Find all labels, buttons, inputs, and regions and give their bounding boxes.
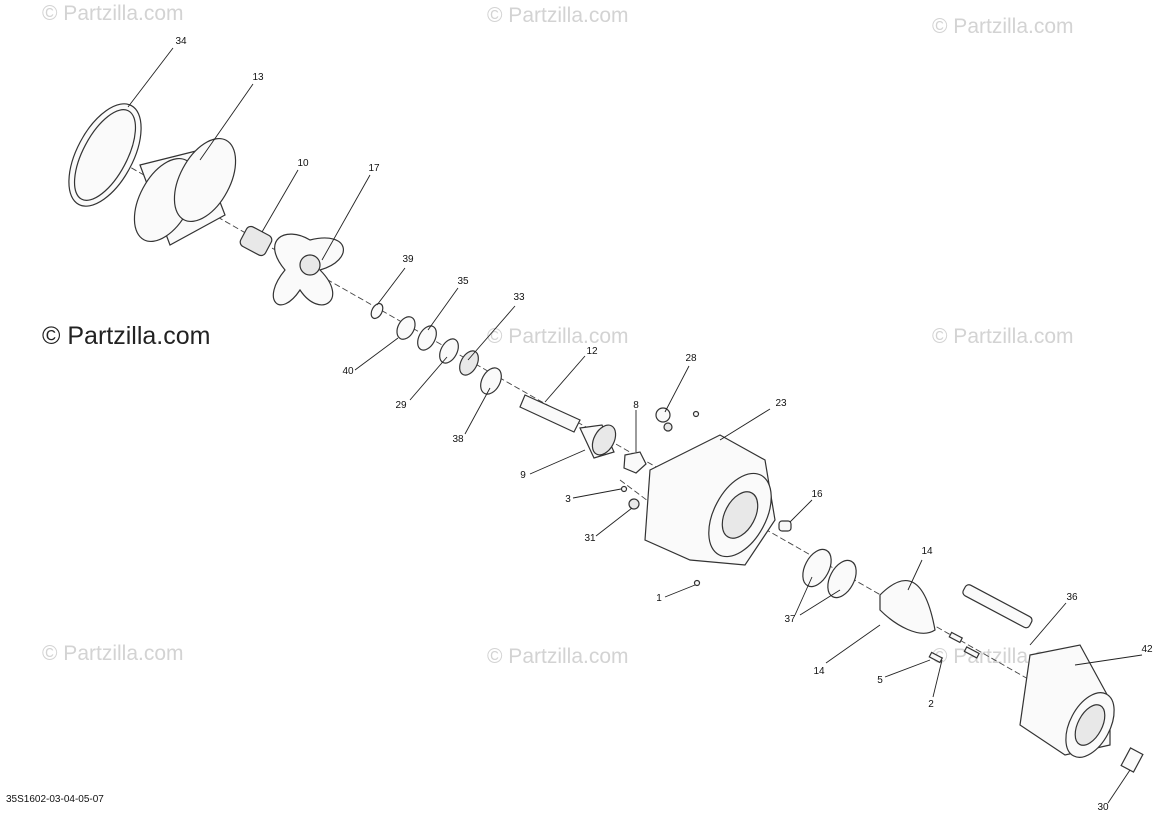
screw-2-part[interactable] [963,646,980,659]
pin-30-part[interactable] [1120,747,1144,773]
bearing-part[interactable] [579,421,620,459]
watermark: © Partzilla.com [42,2,184,25]
watermark: © Partzilla.com [42,642,184,665]
watermark: © Partzilla.com [932,15,1074,38]
oring-37a-part[interactable] [797,545,837,592]
ring-39-part[interactable] [369,302,385,321]
circlip-40-part[interactable] [393,314,418,343]
watermark: © Partzilla.com [487,4,629,27]
watermark: © Partzilla.com [487,645,629,668]
drawing-id: 35S1602-03-04-05-07 [6,794,104,805]
housing-sleeve-part[interactable] [122,129,248,252]
plug-16-part[interactable] [778,520,792,532]
oring-37b-part[interactable] [822,556,862,603]
callout-42: 42 [1141,644,1153,655]
cone-part[interactable] [879,579,936,634]
callout-30: 30 [1097,802,1109,813]
nut-part[interactable] [623,451,647,474]
watermark: © Partzilla.com [932,325,1074,348]
watermark: © Partzilla.com [487,325,629,348]
callout-14-bottom: 14 [813,666,825,677]
callout-14-top: 14 [921,546,933,557]
callout-8: 8 [633,400,639,411]
callout-36: 36 [1066,592,1078,603]
callout-37: 37 [784,614,796,625]
callout-35: 35 [457,276,469,287]
shaft-part[interactable] [519,394,581,433]
callout-9: 9 [520,470,526,481]
plug-part[interactable] [655,407,673,432]
pump-housing-part[interactable] [644,434,784,567]
callout-39: 39 [402,254,414,265]
callout-33: 33 [513,292,525,303]
callout-12: 12 [586,346,598,357]
wear-ring-part[interactable] [54,92,156,217]
impeller-part[interactable] [272,233,344,306]
callout-17: 17 [368,163,380,174]
callout-13: 13 [252,72,264,83]
seal-35-part[interactable] [414,323,440,353]
callout-23: 23 [775,398,787,409]
callout-5: 5 [877,675,883,686]
ring-29-part[interactable] [436,336,462,366]
screw-1-part[interactable] [693,579,701,587]
callout-38: 38 [452,434,464,445]
callout-31: 31 [584,533,596,544]
washer-31-part[interactable] [628,498,640,510]
callout-2: 2 [928,699,934,710]
ring-36-part[interactable] [962,583,1034,629]
callout-34: 34 [175,36,187,47]
screw-3-part[interactable] [620,485,628,493]
screw-28b-part[interactable] [692,410,700,418]
callout-3: 3 [565,494,571,505]
seal-33-part[interactable] [456,348,482,378]
callout-28: 28 [685,353,697,364]
watermark-main: © Partzilla.com [42,322,211,350]
callout-10: 10 [297,158,309,169]
callout-16: 16 [811,489,823,500]
callout-1: 1 [656,593,662,604]
venturi-part[interactable] [1019,644,1124,765]
callout-40: 40 [342,366,354,377]
leader-lines [127,47,1143,804]
callout-29: 29 [395,400,407,411]
screw-5-part[interactable] [928,651,944,664]
sleeve-part[interactable] [238,225,273,258]
oring-38-part[interactable] [476,364,505,397]
screw-2b-part[interactable] [948,631,964,644]
